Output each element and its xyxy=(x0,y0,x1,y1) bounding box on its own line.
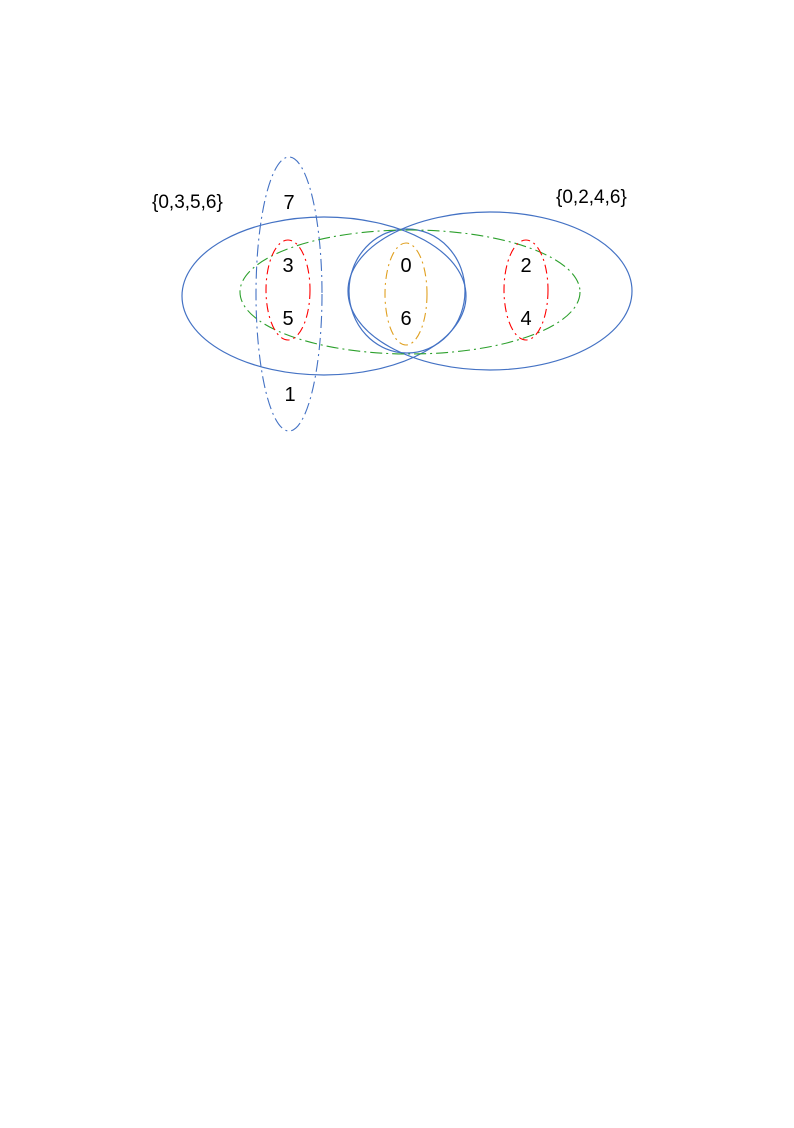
left-set-ellipse xyxy=(181,216,467,376)
element-4: 4 xyxy=(520,308,531,330)
left-set-label: {0,3,5,6} xyxy=(152,192,223,213)
element-5: 5 xyxy=(282,308,293,330)
right-set-ellipse xyxy=(347,211,633,371)
orange-dashdot-ellipse xyxy=(384,242,428,346)
element-6: 6 xyxy=(400,308,411,330)
element-2: 2 xyxy=(520,255,531,277)
vertical-dashdot-ellipse xyxy=(255,156,323,432)
green-dashdot-ellipse xyxy=(239,229,581,355)
element-0: 0 xyxy=(400,255,411,277)
element-7: 7 xyxy=(283,192,294,214)
element-1: 1 xyxy=(284,384,295,406)
intersection-ellipse xyxy=(348,228,466,354)
red-dashed-ellipse-right xyxy=(503,239,549,341)
red-dashed-ellipse-left xyxy=(265,239,311,341)
right-set-label: {0,2,4,6} xyxy=(556,187,627,208)
element-3: 3 xyxy=(282,255,293,277)
